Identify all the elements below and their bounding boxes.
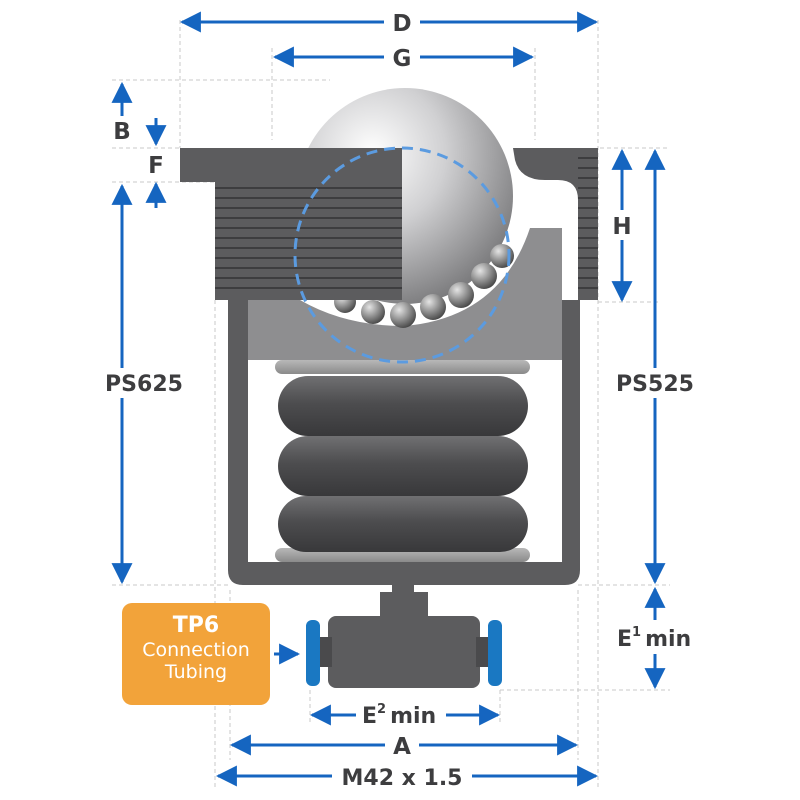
threaded-flange [180, 148, 598, 300]
label-PS525: PS525 [616, 372, 694, 397]
label-D: D [392, 11, 411, 37]
callout-line-1: Connection [142, 639, 250, 661]
label-G: G [393, 46, 412, 72]
label-F: F [148, 153, 164, 179]
label-masks [100, 8, 700, 791]
callout-line-2: Tubing [164, 661, 228, 683]
label-B: B [113, 119, 131, 145]
label-A: A [393, 734, 411, 760]
ball-seat [248, 228, 562, 360]
air-connector [306, 585, 502, 688]
callout-code: TP6 [172, 613, 220, 638]
label-H: H [612, 214, 631, 240]
label-PS625: PS625 [105, 372, 183, 397]
label-thread: M42 x 1.5 [342, 766, 463, 791]
air-bellows [278, 376, 528, 552]
connection-tubing-callout: TP6 Connection Tubing [122, 603, 270, 705]
top-plate [275, 360, 530, 374]
ball-envelope-circle [293, 146, 511, 364]
